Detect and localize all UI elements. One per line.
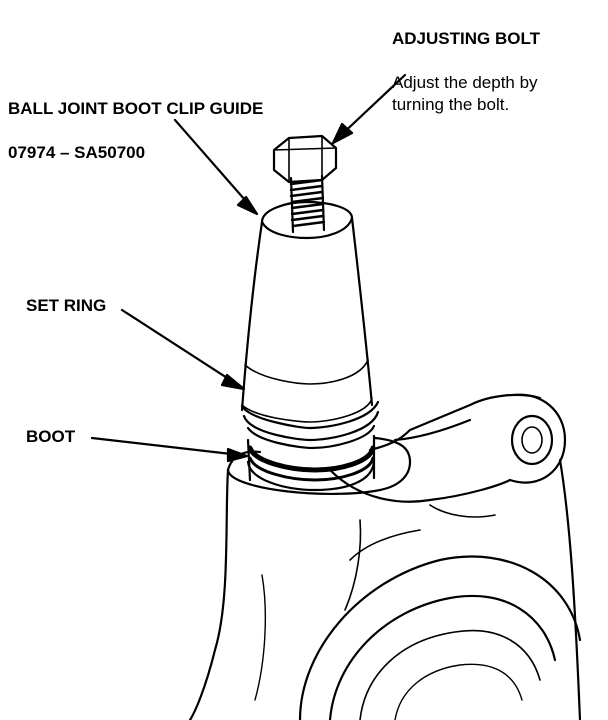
- hub-detail-b: [429, 504, 496, 518]
- adjusting-bolt-note: Adjust the depth by turning the bolt.: [392, 73, 538, 114]
- knuckle-body: [188, 468, 230, 720]
- knuckle-arm-inner: [393, 418, 472, 442]
- set-ring-lower-lip: [246, 424, 376, 450]
- leader-clip-guide: [173, 118, 254, 210]
- guide-right-side: [350, 216, 374, 407]
- arrowhead-adjusting-bolt: [331, 122, 354, 145]
- clip-guide-title: BALL JOINT BOOT CLIP GUIDE: [8, 99, 264, 118]
- boot-boss: [226, 436, 412, 496]
- boot-lower: [246, 460, 376, 492]
- bolt-head-face: [273, 135, 337, 183]
- arrowhead-boot: [226, 447, 249, 463]
- arrowhead-set-ring: [220, 373, 246, 391]
- hub-detail-a: [349, 529, 421, 561]
- set-ring-top: [240, 400, 380, 430]
- knuckle-mid-contour: [328, 468, 512, 503]
- bolt-threads: [289, 178, 326, 228]
- bolt-shank-left: [289, 176, 295, 234]
- boot-label: BOOT: [26, 427, 76, 446]
- clip-guide-callout: BALL JOINT BOOT CLIP GUIDE 07974 – SA507…: [8, 76, 263, 186]
- guide-left-side: [240, 220, 264, 412]
- adjusting-bolt-title: ADJUSTING BOLT: [392, 29, 540, 48]
- eye-hole-inner: [521, 426, 543, 454]
- hub-bore-outer: [298, 555, 582, 720]
- hub-bore-ring-2: [359, 629, 541, 720]
- knuckle-arm-outer: [508, 393, 567, 484]
- leader-set-ring: [120, 308, 240, 387]
- clip-guide-part-number: 07974 – SA50700: [8, 143, 146, 162]
- hub-bore-ring-3: [394, 663, 523, 720]
- knuckle-right-edge: [558, 458, 582, 720]
- eye-hole-outer: [510, 414, 554, 466]
- boot-band-2: [248, 456, 375, 482]
- bolt-head: [272, 134, 338, 184]
- set-ring-bottom: [242, 410, 380, 442]
- boot-band-1: [247, 445, 376, 473]
- arrowhead-clip-guide: [236, 195, 259, 216]
- body-detail-left: [254, 574, 266, 701]
- guide-top-ellipse: [260, 200, 354, 224]
- hub-detail-c: [344, 519, 362, 611]
- leader-adjusting-bolt: [336, 73, 407, 140]
- leader-boot: [90, 436, 242, 457]
- adjusting-bolt-callout: ADJUSTING BOLT Adjust the depth by turni…: [392, 6, 540, 138]
- set-ring-label: SET RING: [26, 296, 107, 315]
- guide-band-line: [244, 359, 369, 385]
- guide-bottom-curve: [241, 397, 373, 423]
- boot-left-side: [246, 438, 252, 482]
- hub-bore-ring-1: [328, 594, 557, 720]
- guide-front-top: [260, 216, 354, 240]
